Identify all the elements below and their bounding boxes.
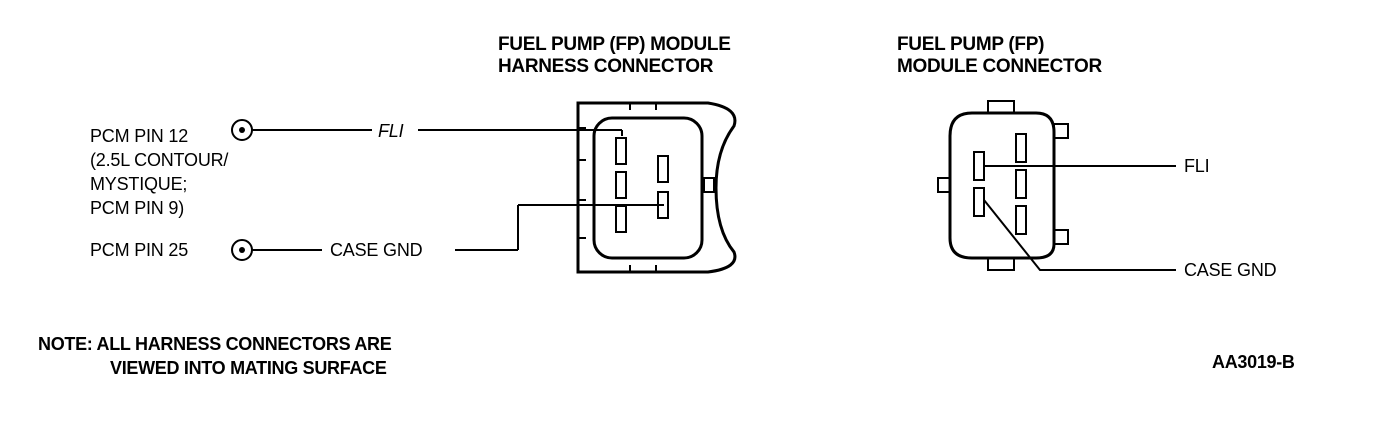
module-terminal [1015, 169, 1027, 199]
case-gnd-wire-label-left: CASE GND [330, 240, 423, 260]
note-line2: VIEWED INTO MATING SURFACE [110, 358, 387, 378]
harness-terminal [657, 191, 669, 219]
harness-terminal [615, 171, 627, 199]
harness-terminal [615, 205, 627, 233]
harness-connector-title-line1: FUEL PUMP (FP) MODULE [498, 34, 731, 55]
fli-wire-label-right: FLI [1184, 156, 1209, 176]
harness-terminal [657, 155, 669, 183]
module-connector [937, 100, 1069, 271]
pcm-pin12-label-line3: MYSTIQUE; [90, 174, 187, 194]
pcm-pin12-label-line2: (2.5L CONTOUR/ [90, 150, 228, 170]
module-terminal [973, 187, 985, 217]
harness-connector [576, 101, 737, 274]
fli-wire-label-left: FLI [378, 121, 404, 141]
pcm-pin25-label: PCM PIN 25 [90, 240, 188, 260]
fli-wire-left [252, 129, 623, 136]
module-terminal [1015, 205, 1027, 235]
note-line1: NOTE: ALL HARNESS CONNECTORS ARE [38, 334, 392, 354]
pcm-pin12-label-line1: PCM PIN 12 [90, 126, 188, 146]
module-terminal [1015, 133, 1027, 163]
figure-id: AA3019-B [1212, 352, 1295, 372]
harness-connector-title-line2: HARNESS CONNECTOR [498, 56, 714, 77]
module-connector-title-line1: FUEL PUMP (FP) [897, 34, 1044, 55]
harness-terminal [615, 137, 627, 165]
case-gnd-wire-right [983, 199, 1176, 271]
pcm-pin12-terminal-icon [231, 119, 253, 141]
module-terminal [973, 151, 985, 181]
pcm-pin12-label-line4: PCM PIN 9) [90, 198, 184, 218]
case-gnd-wire-label-right: CASE GND [1184, 260, 1277, 280]
module-connector-title-line2: MODULE CONNECTOR [897, 56, 1102, 77]
case-gnd-wire-left [252, 204, 664, 251]
pcm-pin25-terminal-icon [231, 239, 253, 261]
